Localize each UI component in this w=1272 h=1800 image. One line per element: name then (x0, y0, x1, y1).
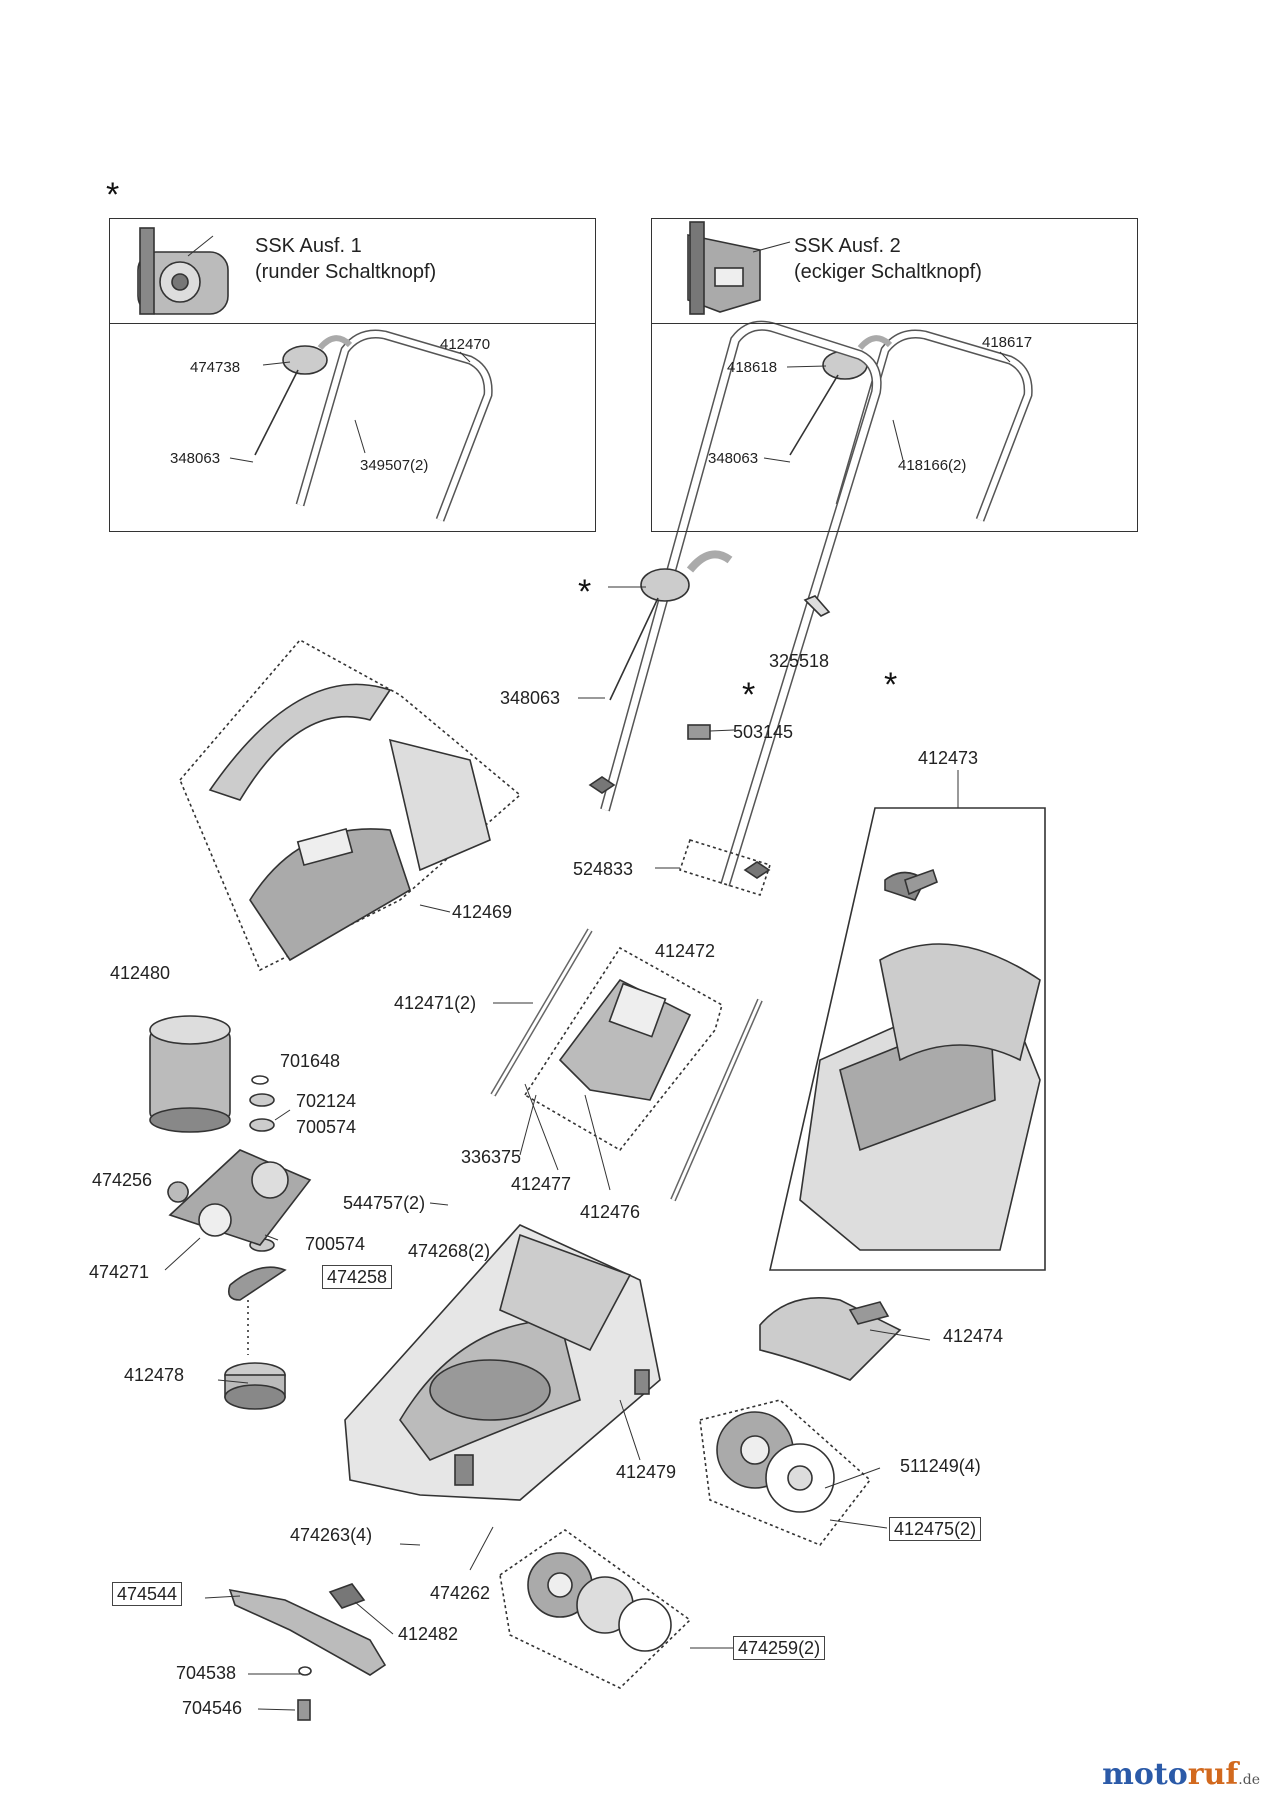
label-474262: 474262 (430, 1583, 491, 1603)
label-474263: 474263(4) (290, 1525, 373, 1545)
label-418166: 418166(2) (898, 457, 967, 474)
label-348063-p2: 348063 (708, 450, 759, 467)
label-412472: 412472 (655, 941, 716, 961)
front-wheels-474259 (499, 1529, 692, 1689)
label-474258: 474258 (322, 1265, 393, 1289)
label-474256: 474256 (92, 1170, 153, 1190)
label-412471: 412471(2) (394, 993, 477, 1013)
label-325518: 325518 (769, 651, 830, 671)
label-474271: 474271 (89, 1262, 150, 1282)
asterisk-marker-knob: * (578, 573, 592, 611)
label-503145: 503145 (733, 722, 794, 742)
label-704538: 704538 (176, 1663, 237, 1683)
label-418618: 418618 (727, 359, 778, 376)
label-336375: 336375 (461, 1147, 522, 1167)
panel-title-line2: (runder Schaltknopf) (255, 261, 437, 283)
label-704546: 704546 (182, 1698, 243, 1718)
label-412480: 412480 (110, 963, 171, 983)
gear-housing-474271 (167, 1149, 312, 1246)
switch-box-1-thumbnail (137, 227, 229, 315)
belt-474258 (227, 1266, 287, 1355)
label-412476: 412476 (580, 1202, 641, 1222)
panel-divider (110, 323, 595, 324)
label-474738: 474738 (190, 359, 241, 376)
label-412475: 412475(2) (889, 1517, 982, 1541)
watermark-logo: motoruf.de (1102, 1757, 1260, 1792)
label-474259: 474259(2) (733, 1636, 826, 1660)
cover-412469 (179, 638, 522, 972)
asterisk-marker-handle: * (884, 666, 898, 704)
label-412473: 412473 (918, 748, 979, 768)
mower-deck (344, 1224, 661, 1501)
label-348063-p1: 348063 (170, 450, 221, 467)
asterisk-marker-top: * (106, 176, 120, 214)
label-412478: 412478 (124, 1365, 185, 1385)
handle-412470 (254, 329, 493, 522)
label-544757: 544757(2) (343, 1193, 426, 1213)
label-700574-top: 700574 (296, 1117, 357, 1137)
main-handle (588, 320, 882, 896)
asterisk-marker-screw: * (742, 676, 756, 714)
label-349507: 349507(2) (360, 457, 429, 474)
label-412482: 412482 (398, 1624, 459, 1644)
rear-wheels-412475 (699, 1399, 872, 1546)
label-511249: 511249(4) (900, 1456, 981, 1476)
panel-title-line1: SSK Ausf. 2 (794, 235, 901, 257)
grass-box-412473 (768, 807, 1046, 1271)
label-348063: 348063 (500, 688, 561, 708)
label-412479: 412479 (616, 1462, 677, 1482)
variant-panel-1: SSK Ausf. 1 (runder Schaltknopf) (109, 218, 596, 532)
switch-box-2-thumbnail (687, 221, 761, 315)
label-412469: 412469 (452, 902, 513, 922)
blade-474544 (228, 1583, 387, 1721)
label-700574-bottom: 700574 (305, 1234, 366, 1254)
label-524833: 524833 (573, 859, 634, 879)
label-474544: 474544 (112, 1582, 183, 1606)
variant-panel-2: SSK Ausf. 2 (eckiger Schaltknopf) (651, 218, 1138, 532)
panel-title-line1: SSK Ausf. 1 (255, 235, 362, 257)
pulley-412478 (224, 1362, 286, 1410)
label-418617: 418617 (982, 334, 1033, 351)
label-702124: 702124 (296, 1091, 357, 1111)
panel-title-line2: (eckiger Schaltknopf) (794, 261, 982, 283)
rear-flap-412474 (759, 1297, 902, 1381)
label-412474: 412474 (943, 1326, 1004, 1346)
leader-lines (164, 235, 1011, 1711)
label-701648: 701648 (280, 1051, 341, 1071)
panel-divider (652, 323, 1137, 324)
label-412470: 412470 (440, 336, 491, 353)
motor-412480 (149, 1015, 275, 1252)
label-474268: 474268(2) (408, 1241, 491, 1261)
label-412477: 412477 (511, 1174, 572, 1194)
switch-box-412472 (490, 928, 763, 1202)
